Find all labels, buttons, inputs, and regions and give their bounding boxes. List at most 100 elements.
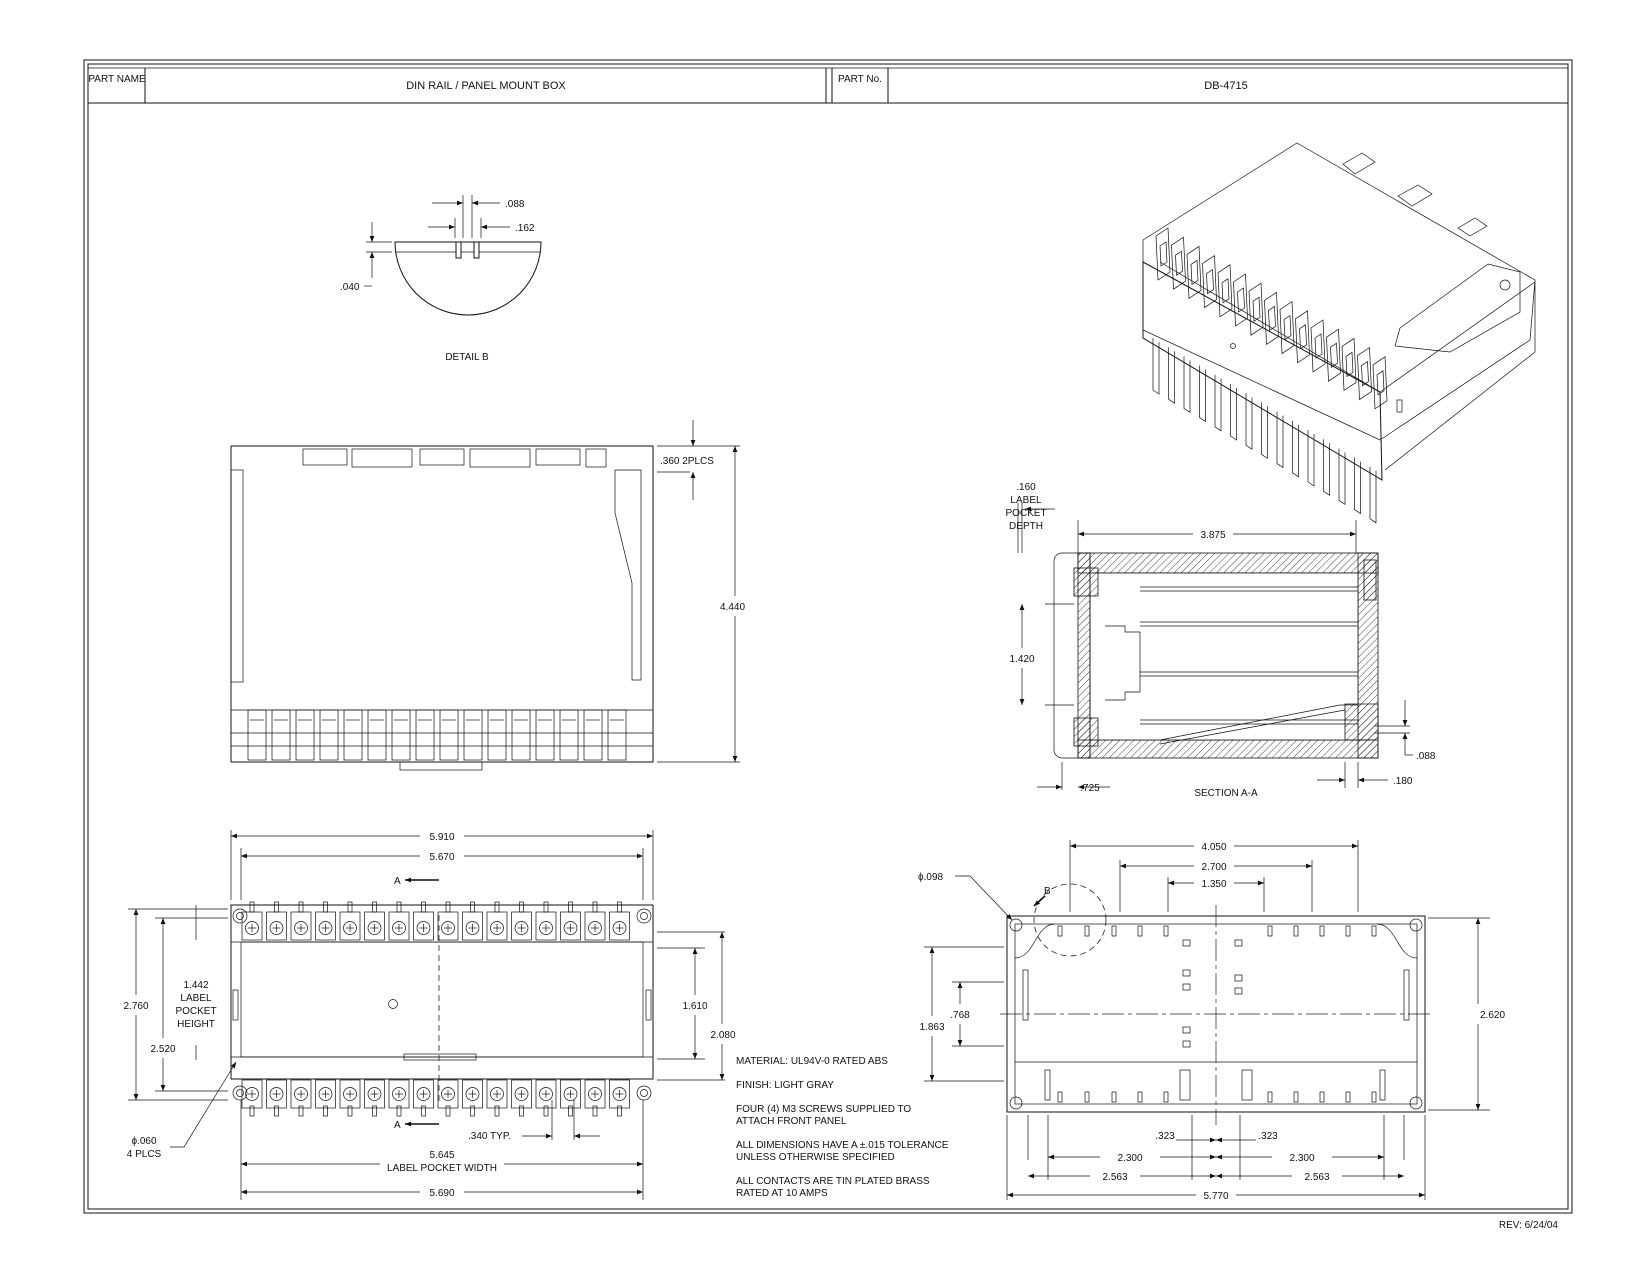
rear-bottom-slot [1293, 1091, 1299, 1103]
terminal-block [437, 1079, 459, 1117]
rear-top-slot [1345, 925, 1351, 937]
terminal-block [413, 1079, 434, 1117]
dim-1350: 1.350 [1201, 879, 1226, 890]
dim-1863: 1.863 [919, 1022, 944, 1033]
rear-bottom-slot [1345, 1091, 1351, 1103]
note-finish: FINISH: LIGHT GRAY [736, 1080, 834, 1091]
rear-bottom-slot [1137, 1091, 1143, 1103]
rear-top-slot [1163, 925, 1169, 937]
side-terminal-fin [271, 709, 291, 761]
dim-5770: 5.770 [1203, 1191, 1228, 1202]
side-terminal-fin [583, 709, 603, 761]
dim-2300-right: 2.300 [1289, 1153, 1314, 1164]
dim-4050: 4.050 [1201, 842, 1226, 853]
section-mark-a-top: A [394, 876, 401, 887]
iso-terminal-screw [1221, 278, 1230, 304]
note-tolerance-2: UNLESS OTHERWISE SPECIFIED [736, 1152, 895, 1163]
side-terminal-fin [511, 709, 531, 761]
terminal-block [241, 1079, 263, 1117]
rear-top-slot [1293, 925, 1299, 937]
part-name-value: DIN RAIL / PANEL MOUNT BOX [406, 80, 566, 92]
iso-terminal [1326, 328, 1341, 382]
note-screws-2: ATTACH FRONT PANEL [736, 1116, 847, 1127]
iso-bottom-fin [1323, 439, 1330, 496]
iso-bottom-fin [1276, 411, 1284, 469]
pocket-depth-label: .160 [1016, 482, 1036, 493]
rear-bottom-slot [1084, 1091, 1090, 1103]
terminal-block [535, 901, 557, 941]
iso-terminal-screw [1175, 250, 1183, 276]
dim-360-2plcs: .360 2PLCS [660, 456, 714, 467]
side-terminal-fin [319, 709, 339, 761]
dim-5645-label: 5.645 [429, 1150, 454, 1161]
rear-bottom-slot [1267, 1091, 1273, 1103]
dim-2080: 2.080 [710, 1030, 735, 1041]
dim-088: .088 [505, 199, 525, 210]
terminal-block [462, 1079, 483, 1117]
side-terminal-fin [439, 709, 459, 761]
dim-1442-label-4: HEIGHT [177, 1019, 215, 1030]
dim-1442-label-2: LABEL [180, 993, 212, 1004]
side-terminal-fin [367, 709, 387, 761]
dim-768: .768 [950, 1010, 970, 1021]
iso-terminal-screw [1190, 259, 1199, 286]
side-terminal-fin [295, 709, 315, 761]
dim-5645-label-2: LABEL POCKET WIDTH [387, 1163, 497, 1174]
iso-terminal [1341, 337, 1357, 392]
part-no-value: DB-4715 [1204, 80, 1247, 92]
iso-bottom-fin [1199, 365, 1206, 423]
iso-terminal-screw [1252, 296, 1261, 322]
terminal-block [584, 901, 606, 941]
rear-top-slot [1057, 925, 1063, 937]
terminal-block [462, 901, 483, 941]
rear-top-slot [1111, 925, 1117, 937]
note-contacts-2: RATED AT 10 AMPS [736, 1188, 828, 1199]
iso-terminal-screw [1283, 314, 1292, 341]
dim-323-right: .323 [1258, 1131, 1278, 1142]
terminal-block [266, 1079, 287, 1117]
iso-terminal [1171, 236, 1186, 290]
title-block: PART NAME DIN RAIL / PANEL MOUNT BOX PAR… [88, 67, 1568, 104]
iso-terminal-screw [1299, 324, 1307, 350]
side-terminal-fin [607, 709, 627, 761]
iso-terminal-screw [1376, 370, 1385, 396]
revision-date: REV: 6/24/04 [1499, 1220, 1559, 1231]
section-aa: .160 LABEL POCKET DEPTH 3.875 1.420 .725… [1005, 482, 1435, 799]
side-terminal-fin [559, 709, 579, 761]
iso-terminal-screw [1314, 333, 1323, 359]
terminal-block [315, 901, 336, 941]
side-terminal-fin [391, 709, 411, 761]
pocket-depth-label-2: LABEL [1010, 495, 1042, 506]
sheet-border [83, 59, 1573, 1214]
dim-1442-label-3: POCKET [175, 1006, 216, 1017]
dim-725: .725 [1080, 783, 1100, 794]
detail-mark-b: B [1044, 886, 1051, 897]
iso-bottom-fin [1338, 448, 1346, 506]
iso-terminal [1264, 291, 1279, 346]
iso-terminal [1217, 264, 1233, 318]
iso-terminal-screw [1330, 342, 1338, 368]
side-terminal-fin [463, 709, 483, 761]
dim-1442-label: 1.442 [183, 980, 208, 991]
iso-terminal-screw [1237, 287, 1245, 313]
detail-b-label: DETAIL B [445, 352, 489, 363]
iso-bottom-fin [1261, 402, 1268, 460]
dim-180: .180 [1393, 776, 1413, 787]
iso-bottom-fin [1354, 457, 1361, 515]
dim-162: .162 [515, 223, 535, 234]
notes: MATERIAL: UL94V-0 RATED ABS FINISH: LIGH… [736, 1056, 949, 1199]
terminal-block [339, 1079, 361, 1117]
terminal-block [584, 1079, 606, 1117]
terminal-block [241, 901, 263, 941]
iso-terminal [1295, 310, 1310, 364]
side-terminal-fin [343, 709, 363, 761]
note-contacts: ALL CONTACTS ARE TIN PLATED BRASS [736, 1176, 930, 1187]
dim-040: .040 [340, 282, 360, 293]
rear-top-slot [1371, 925, 1377, 937]
iso-terminal [1279, 300, 1295, 355]
iso-bottom-fin [1168, 347, 1175, 404]
terminal-block [339, 901, 361, 941]
iso-terminal-screw [1206, 268, 1214, 295]
iso-terminal [1233, 273, 1248, 327]
dim-4440: 4.440 [720, 602, 745, 613]
